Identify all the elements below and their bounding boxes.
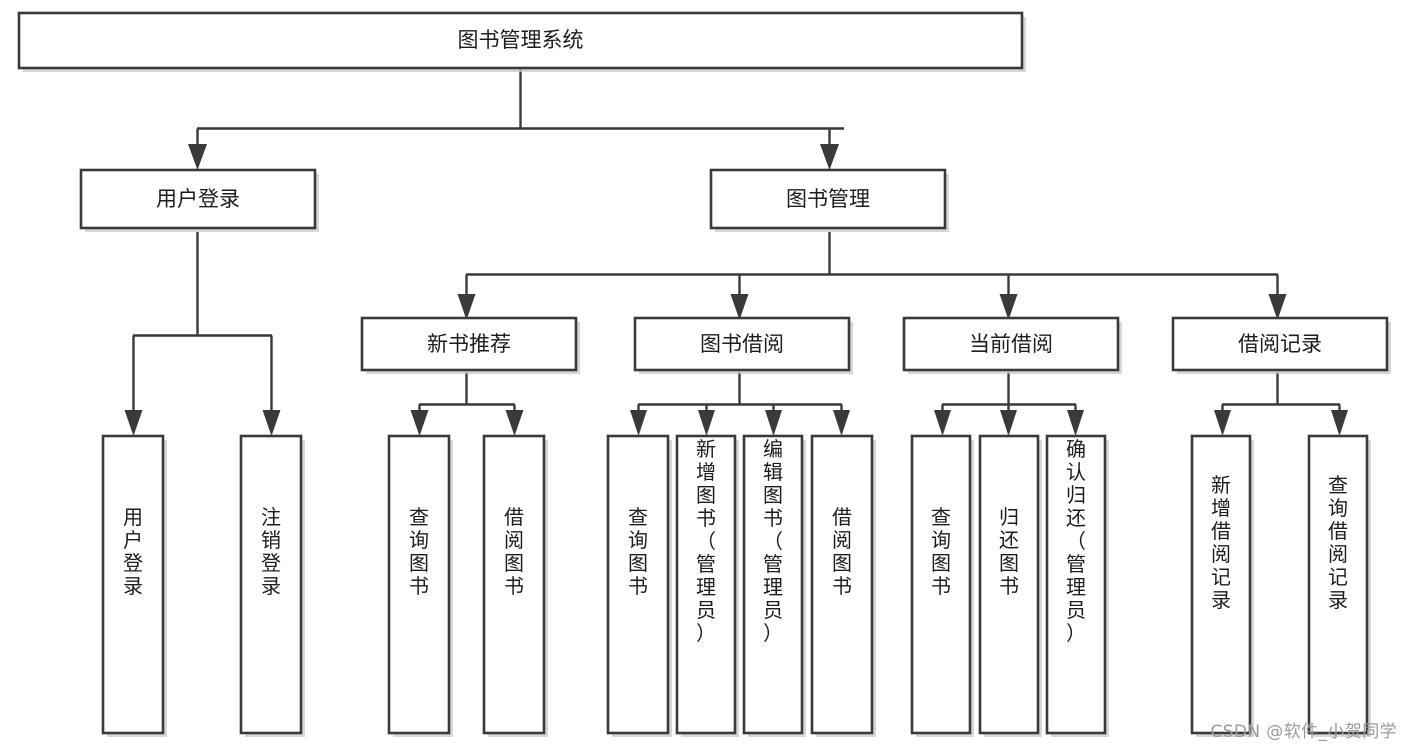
node-current-borrow[interactable]: 当前借阅: [902, 316, 1122, 374]
node-leaf-confirm-return[interactable]: 确认归还（管理员）: [1045, 434, 1109, 737]
node-leaf-user-login-rect: [101, 434, 165, 735]
connector-group-user-login: [124, 232, 281, 436]
node-leaf-logout-rect: [239, 434, 303, 735]
node-leaf-query-record[interactable]: 查询借阅记录: [1307, 434, 1371, 737]
node-leaf-query-book-3[interactable]: 查询图书: [910, 434, 974, 737]
node-borrow-record-rect: [1171, 316, 1389, 372]
csdn-watermark: CSDN @软件_小贺同学: [1210, 722, 1397, 742]
node-leaf-query-book-2-label: 查询图书: [628, 505, 648, 598]
node-book-manage-rect: [709, 168, 947, 230]
node-leaf-add-record[interactable]: 新增借阅记录: [1190, 434, 1254, 737]
node-leaf-add-record-rect: [1190, 434, 1252, 735]
connector-group-book-manage: [457, 232, 1287, 320]
node-leaf-edit-book[interactable]: 编辑图书（管理员）: [742, 434, 806, 737]
arrow-new-book-rec: [457, 294, 476, 320]
arrow-book-borrow: [730, 294, 749, 320]
node-book-manage-label: 图书管理: [786, 187, 870, 211]
arrow-leaf-add-book: [698, 410, 715, 436]
arrow-leaf-query-book-1: [410, 410, 429, 436]
node-leaf-add-record-label: 新增借阅记录: [1211, 473, 1231, 612]
node-root-label: 图书管理系统: [458, 28, 584, 52]
arrow-leaf-return-book: [1000, 410, 1017, 436]
node-borrow-record[interactable]: 借阅记录: [1171, 316, 1391, 374]
arrow-borrow-record: [1268, 294, 1287, 320]
node-book-borrow-rect: [633, 316, 851, 372]
node-leaf-user-login[interactable]: 用户登录: [101, 434, 167, 737]
arrow-leaf-query-record: [1331, 410, 1348, 436]
node-leaf-edit-book-label: 编辑图书（管理员）: [763, 437, 783, 645]
connector-group-new-book-rec: [410, 372, 524, 436]
arrow-leaf-query-book-3: [934, 410, 951, 436]
node-book-borrow[interactable]: 图书借阅: [633, 316, 853, 374]
node-leaf-edit-book-rect: [742, 434, 804, 735]
node-leaf-query-book-2[interactable]: 查询图书: [606, 434, 672, 737]
node-current-borrow-label: 当前借阅: [969, 332, 1053, 356]
node-book-manage[interactable]: 图书管理: [709, 168, 949, 232]
node-leaf-confirm-return-rect: [1045, 434, 1107, 735]
connector-group-book-borrow: [630, 372, 850, 436]
node-leaf-query-book-2-rect: [606, 434, 670, 735]
node-leaf-add-book-label: 新增图书（管理员）: [696, 437, 716, 645]
node-leaf-logout[interactable]: 注销登录: [239, 434, 305, 737]
node-book-borrow-label: 图书借阅: [700, 332, 784, 356]
arrow-leaf-query-book-2: [630, 410, 647, 436]
node-leaf-borrow-book-1-label: 借阅图书: [504, 505, 524, 598]
node-new-book-rec[interactable]: 新书推荐: [360, 316, 580, 374]
arrow-current-borrow: [999, 294, 1018, 320]
arrow-user-login: [188, 144, 207, 170]
node-new-book-rec-rect: [360, 316, 578, 372]
node-leaf-borrow-book-2[interactable]: 借阅图书: [810, 434, 876, 737]
node-leaf-add-book[interactable]: 新增图书（管理员）: [675, 434, 739, 737]
arrow-leaf-user-login: [124, 410, 143, 436]
node-user-login-rect: [79, 168, 317, 230]
node-leaf-confirm-return-label: 确认归还（管理员）: [1066, 437, 1086, 645]
connector-group-borrow-record: [1214, 372, 1348, 436]
node-leaf-user-login-label: 用户登录: [123, 505, 143, 598]
connector-group-current-borrow: [934, 372, 1084, 436]
arrow-leaf-borrow-book-2: [833, 410, 850, 436]
node-leaf-borrow-book-1-rect: [482, 434, 546, 735]
arrow-book-manage: [820, 144, 839, 170]
node-current-borrow-rect: [902, 316, 1120, 372]
node-user-login-label: 用户登录: [156, 187, 240, 211]
node-borrow-record-label: 借阅记录: [1238, 332, 1322, 356]
connector-group-root: [188, 68, 844, 170]
arrow-leaf-confirm-return: [1067, 410, 1084, 436]
node-leaf-add-book-rect: [675, 434, 737, 735]
node-leaf-return-book[interactable]: 归还图书: [978, 434, 1042, 737]
node-leaf-return-book-rect: [978, 434, 1040, 735]
node-root[interactable]: 图书管理系统: [17, 11, 1026, 72]
node-leaf-query-record-rect: [1307, 434, 1369, 735]
node-leaf-query-record-label: 查询借阅记录: [1328, 473, 1348, 612]
node-new-book-rec-label: 新书推荐: [427, 332, 511, 356]
node-leaf-return-book-label: 归还图书: [999, 505, 1019, 598]
arrow-leaf-logout: [262, 410, 281, 436]
arrow-leaf-borrow-book-1: [505, 410, 524, 436]
node-leaf-logout-label: 注销登录: [261, 505, 281, 598]
node-leaf-query-book-3-label: 查询图书: [931, 505, 951, 598]
node-leaf-query-book-1-label: 查询图书: [409, 505, 429, 598]
node-leaf-borrow-book-1[interactable]: 借阅图书: [482, 434, 548, 737]
node-leaf-query-book-1[interactable]: 查询图书: [387, 434, 453, 737]
node-user-login[interactable]: 用户登录: [79, 168, 319, 232]
node-leaf-borrow-book-2-rect: [810, 434, 874, 735]
node-root-rect: [17, 11, 1024, 70]
node-leaf-query-book-1-rect: [387, 434, 451, 735]
node-leaf-query-book-3-rect: [910, 434, 972, 735]
node-leaf-borrow-book-2-label: 借阅图书: [832, 505, 852, 598]
arrow-leaf-add-record: [1214, 410, 1231, 436]
arrow-leaf-edit-book: [765, 410, 782, 436]
